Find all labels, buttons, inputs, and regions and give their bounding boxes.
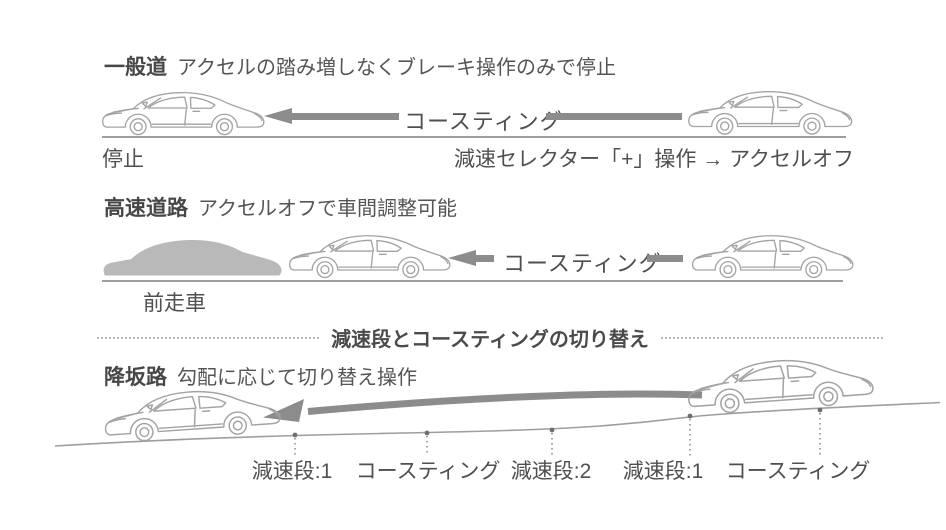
following-car-icon	[288, 235, 451, 279]
coasting-arrow-bar-right	[546, 113, 682, 120]
stopped-car-icon	[101, 91, 265, 136]
section-highway-subtitle: アクセルオフで車間調整可能	[198, 198, 457, 220]
downhill-car-top-icon	[685, 355, 875, 416]
divider-dotted-line-left	[97, 336, 320, 339]
zone-tick-dots	[292, 407, 823, 438]
coasting-arrow-head-highway-icon	[448, 250, 476, 266]
zone-label-4: 減速段:1	[622, 460, 704, 483]
section-highway-title: 高速道路	[104, 197, 188, 220]
zone-label-5: コースティング	[725, 460, 871, 483]
section-downhill-header: 降坂路勾配に応じて切り替え操作	[104, 361, 417, 391]
section-downhill-title: 降坂路	[104, 366, 167, 389]
zone-tick-leaders	[294, 413, 821, 456]
coasting-arrow-bar-highway-left	[473, 255, 494, 262]
ground-line-highway	[102, 280, 843, 282]
downhill-car-bottom-icon	[102, 385, 282, 445]
section-highway-header: 高速道路アクセルオフで車間調整可能	[104, 192, 457, 222]
selector-action-label: 減速セレクター「+」操作 → アクセルオフ	[454, 148, 855, 171]
ground-line-general-road	[102, 136, 846, 138]
divider-dotted-line-right	[660, 336, 883, 339]
zone-label-2: コースティング	[355, 460, 501, 483]
section-divider: 減速段とコースティングの切り替え	[97, 323, 883, 352]
coasting-label-highway: コースティング	[503, 251, 662, 276]
downhill-arrow-shaft	[307, 390, 703, 415]
downhill-scene	[54, 355, 941, 456]
zone-label-1: 減速段:1	[251, 460, 333, 483]
coasting-arrow-head-icon	[264, 108, 292, 124]
coasting-arrow-bar-highway-right	[647, 255, 683, 262]
lead-car-label: 前走車	[143, 292, 206, 315]
section-general-road-header: 一般道アクセルの踏み増しなくブレーキ操作のみで停止	[104, 51, 616, 81]
coasting-arrow-bar-left	[289, 113, 399, 120]
downhill-arrow-head-icon	[263, 399, 304, 422]
divider-title: 減速段とコースティングの切り替え	[331, 329, 649, 351]
coasting-car-icon	[688, 91, 853, 135]
section-general-road-title: 一般道	[104, 56, 167, 79]
slope-road-line	[54, 401, 941, 447]
zone-label-3: 減速段:2	[510, 460, 592, 483]
lead-car-icon	[103, 240, 282, 276]
stop-label: 停止	[102, 148, 144, 171]
coasting-label-general-road: コースティング	[404, 109, 563, 134]
section-general-road-subtitle: アクセルの踏み増しなくブレーキ操作のみで停止	[177, 57, 616, 79]
section-downhill-subtitle: 勾配に応じて切り替え操作	[177, 367, 417, 389]
coasting-car-highway-icon	[691, 235, 854, 279]
